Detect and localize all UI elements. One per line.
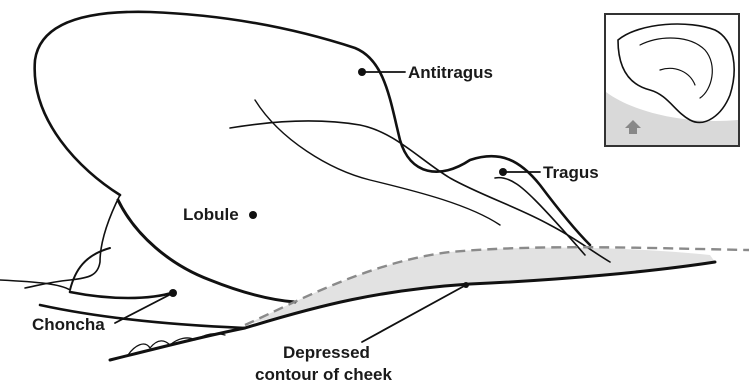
lobule-edge xyxy=(25,195,120,288)
label-concha: Choncha xyxy=(32,315,105,334)
depressed-region-shade xyxy=(245,248,715,325)
label-tragus: Tragus xyxy=(543,163,599,182)
antihelix-fold xyxy=(230,121,610,262)
label-depressed-line1: Depressed xyxy=(283,343,370,362)
label-antitragus: Antitragus xyxy=(408,63,493,82)
tragus-contour xyxy=(495,178,585,255)
label-depressed-line2: contour of cheek xyxy=(255,365,393,384)
ear-outline xyxy=(35,12,590,245)
concha-line-upper xyxy=(70,292,175,298)
tragus-inner-fold xyxy=(255,100,500,225)
label-lobule: Lobule xyxy=(183,205,239,224)
inset-ear-thumbnail xyxy=(605,14,739,146)
lobule-dot xyxy=(249,211,257,219)
concha-inner xyxy=(70,248,110,290)
